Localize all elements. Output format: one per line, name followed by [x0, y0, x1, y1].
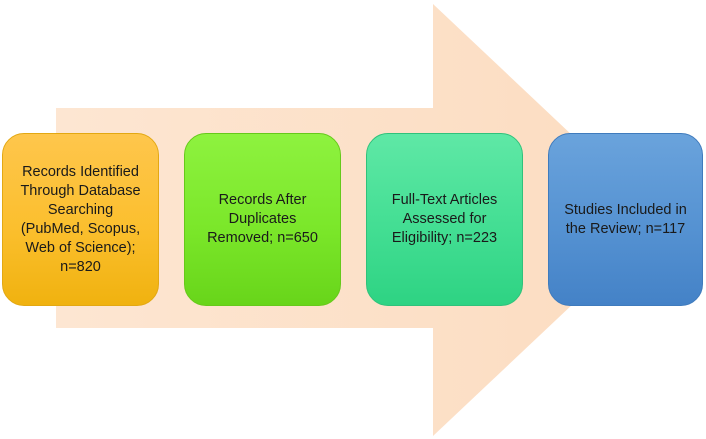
- step-box-records-identified: Records Identified Through Database Sear…: [2, 133, 159, 306]
- step-label-studies-included: Studies Included in the Review; n=117: [564, 201, 687, 237]
- step-box-after-duplicates: Records After Duplicates Removed; n=650: [184, 133, 341, 306]
- step-label-records-identified: Records Identified Through Database Sear…: [20, 163, 141, 275]
- step-label-after-duplicates: Records After Duplicates Removed; n=650: [207, 192, 318, 246]
- step-box-full-text-assessed: Full-Text Articles Assessed for Eligibil…: [366, 133, 523, 306]
- arrow-shape: [56, 4, 662, 436]
- step-box-studies-included: Studies Included in the Review; n=117: [548, 133, 703, 306]
- step-label-full-text-assessed: Full-Text Articles Assessed for Eligibil…: [391, 192, 498, 246]
